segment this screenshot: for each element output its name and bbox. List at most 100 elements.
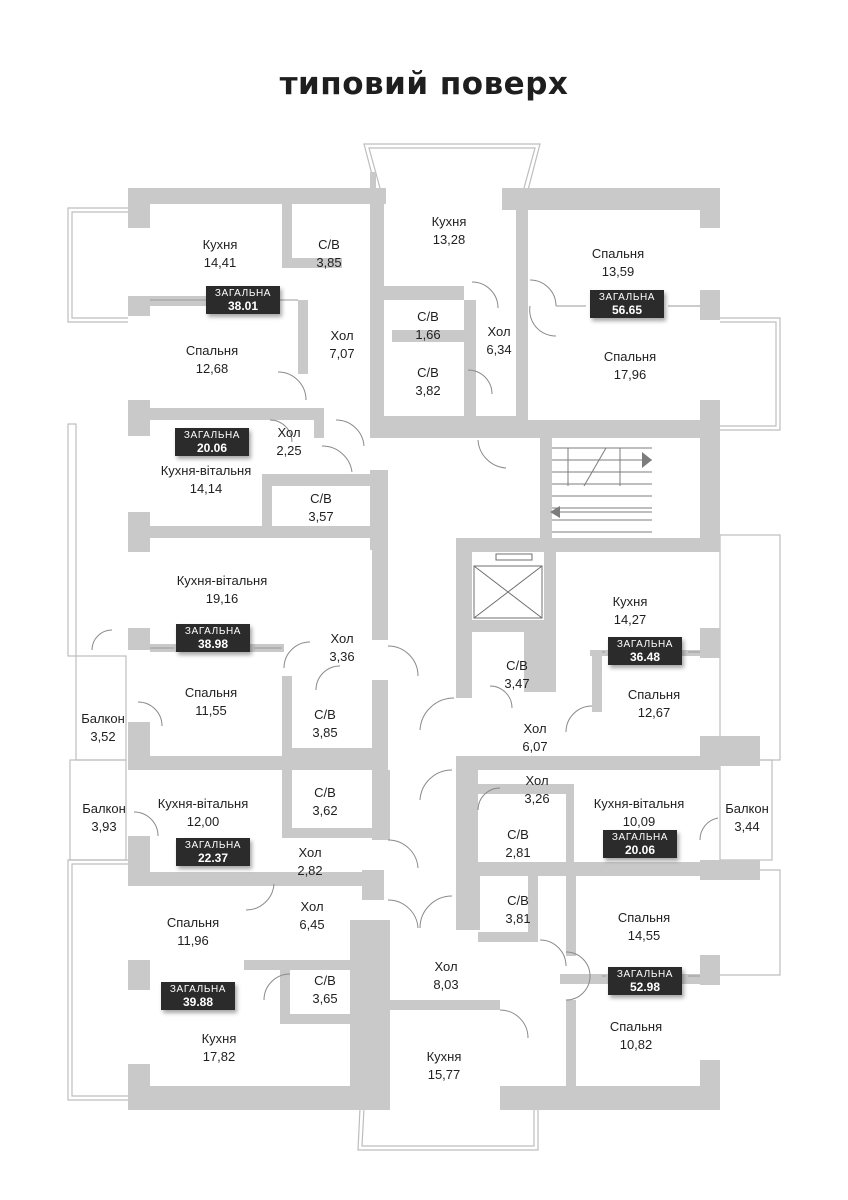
room-label: Кухня 13,28: [432, 213, 467, 249]
total-area: 52.98: [629, 980, 661, 994]
room-name: С/В: [318, 237, 340, 252]
total-area: 20.06: [624, 843, 656, 857]
room-name: Хол: [523, 721, 547, 736]
room-area: 6,34: [486, 342, 512, 357]
room-name: Спальня: [609, 1019, 663, 1034]
room-area: 3,44: [734, 819, 760, 834]
room-area: 15,77: [427, 1067, 461, 1082]
total-label: ЗАГАЛЬНА: [169, 984, 227, 995]
room-label: Хол 2,82: [297, 844, 322, 880]
room-name: Балкон: [82, 801, 126, 816]
room-name: С/В: [314, 707, 336, 722]
total-area: 39.88: [182, 995, 214, 1009]
room-label: Кухня 17,82: [202, 1030, 237, 1066]
room-area: 2,82: [297, 863, 323, 878]
room-name: Кухня-вітальня: [593, 796, 685, 811]
room-name: С/В: [507, 893, 529, 908]
room-name: Спальня: [166, 915, 220, 930]
elevator-shaft: [473, 553, 543, 619]
total-label: ЗАГАЛЬНА: [616, 969, 674, 980]
room-name: Спальня: [185, 343, 239, 358]
room-area: 17,82: [202, 1049, 236, 1064]
room-area: 7,07: [329, 346, 355, 361]
room-area: 19,16: [205, 591, 239, 606]
room-name: Кухня: [202, 237, 238, 252]
room-name: С/В: [417, 309, 439, 324]
room-area: 3,57: [308, 509, 334, 524]
total-label: ЗАГАЛЬНА: [616, 639, 674, 650]
room-label: Хол 6,07: [522, 720, 547, 756]
room-area: 10,09: [622, 814, 656, 829]
page-title: типовий поверх: [279, 66, 569, 102]
room-name: Кухня: [201, 1031, 237, 1046]
room-area: 14,14: [189, 481, 223, 496]
room-name: Хол: [525, 773, 549, 788]
room-area: 3,62: [312, 803, 338, 818]
room-name: Кухня: [431, 214, 467, 229]
door-swings: [91, 279, 719, 1039]
room-name: Кухня: [612, 594, 648, 609]
room-label: Кухня-вітальня 19,16: [177, 572, 268, 608]
room-area: 12,00: [186, 814, 220, 829]
room-name: Спальня: [591, 246, 645, 261]
room-name: Хол: [298, 845, 322, 860]
total-label: ЗАГАЛЬНА: [184, 626, 242, 637]
room-area: 12,67: [637, 705, 671, 720]
room-name: С/В: [506, 658, 528, 673]
room-label: С/В 3,85: [312, 706, 337, 742]
room-label: Спальня 12,68: [186, 342, 238, 378]
room-area: 17,96: [613, 367, 647, 382]
walls: [128, 172, 760, 1110]
room-area: 6,45: [299, 917, 325, 932]
room-name: С/В: [417, 365, 439, 380]
room-area: 3,47: [504, 676, 530, 691]
room-name: Спальня: [603, 349, 657, 364]
staircase: [550, 447, 652, 533]
room-area: 3,85: [316, 255, 342, 270]
room-area: 3,93: [91, 819, 117, 834]
total-label: ЗАГАЛЬНА: [214, 288, 272, 299]
room-area: 6,07: [522, 739, 548, 754]
total-area: 38.98: [197, 637, 229, 651]
room-area: 3,85: [312, 725, 338, 740]
total-area: 22.37: [197, 851, 229, 865]
room-name: Спальня: [617, 910, 671, 925]
room-name: Спальня: [627, 687, 681, 702]
room-label: Спальня 12,67: [628, 686, 680, 722]
room-area: 12,68: [195, 361, 229, 376]
room-name: С/В: [314, 973, 336, 988]
total-label: ЗАГАЛЬНА: [598, 292, 656, 303]
room-area: 13,28: [432, 232, 466, 247]
room-name: С/В: [507, 827, 529, 842]
room-name: Кухня-вітальня: [176, 573, 268, 588]
room-name: Спальня: [184, 685, 238, 700]
room-area: 14,41: [203, 255, 237, 270]
